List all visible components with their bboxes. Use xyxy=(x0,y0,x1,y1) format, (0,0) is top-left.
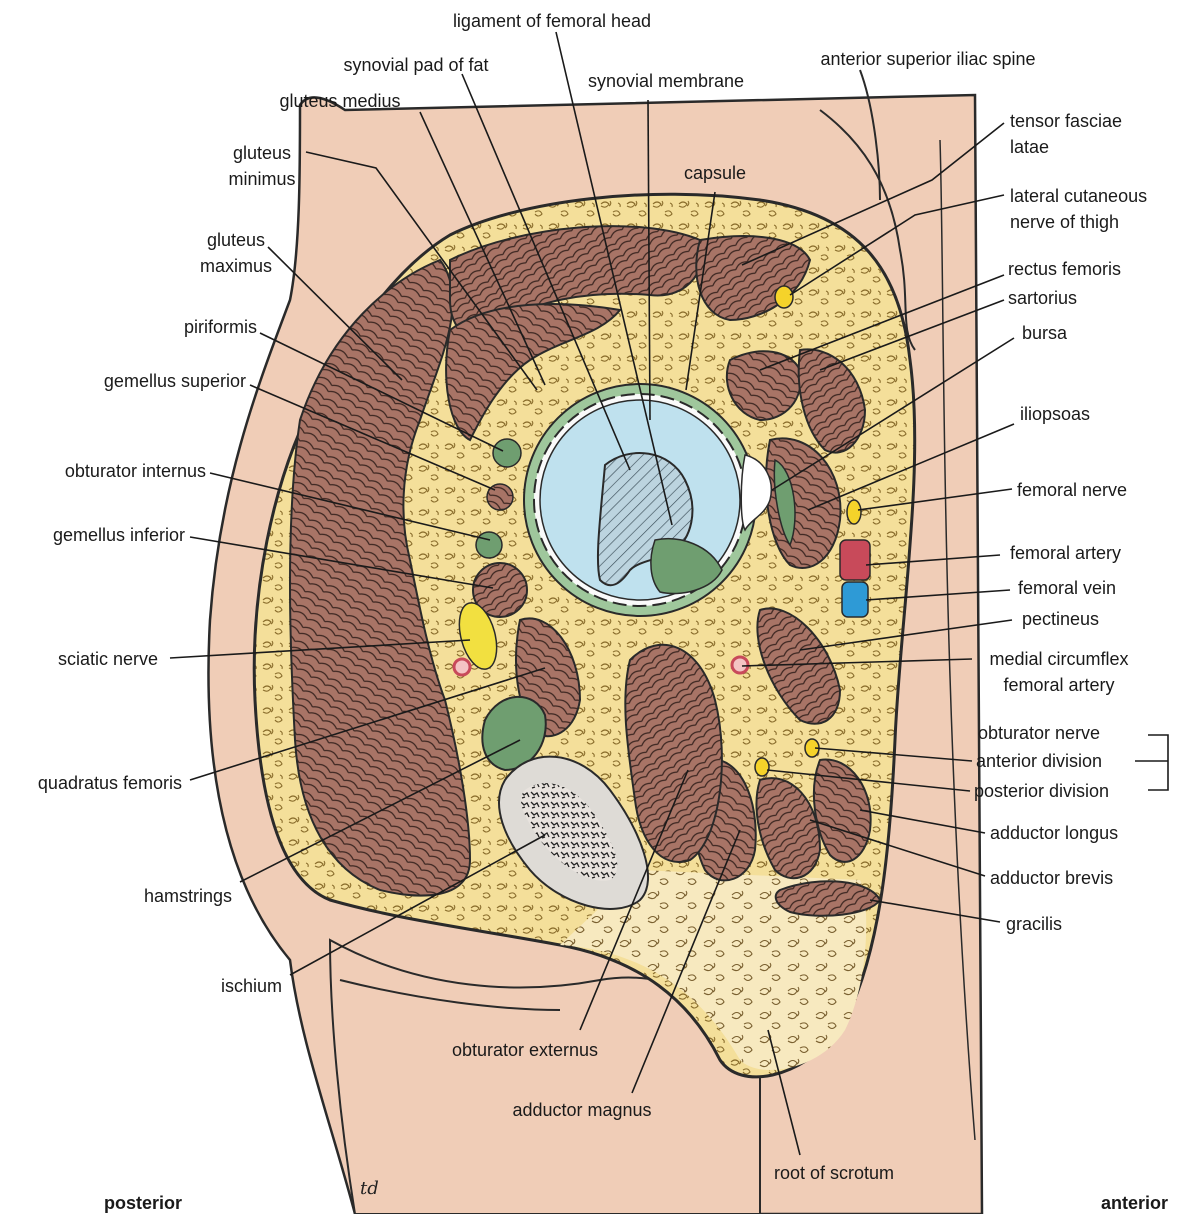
obturator-posterior-mark xyxy=(755,758,769,776)
label-piriformis: piriformis xyxy=(184,314,257,340)
label-asis: anterior superior iliac spine xyxy=(820,46,1035,72)
label-tensor-fasciae-latae: tensor fasciae latae xyxy=(1010,108,1122,160)
femoral-artery-mark xyxy=(840,540,870,580)
label-posterior-division: posterior division xyxy=(974,778,1109,804)
label-gluteus-maximus-line2: maximus xyxy=(200,253,272,279)
label-capsule: capsule xyxy=(684,160,746,186)
label-bursa: bursa xyxy=(1022,320,1067,346)
label-sartorius: sartorius xyxy=(1008,285,1077,311)
label-ligament-femoral-head: ligament of femoral head xyxy=(453,8,651,34)
label-sciatic-nerve: sciatic nerve xyxy=(58,646,158,672)
label-tensor-line2: latae xyxy=(1010,134,1122,160)
lateral-cutaneous-nerve xyxy=(775,286,793,308)
label-lateral-cutaneous-line2: nerve of thigh xyxy=(1010,209,1147,235)
label-medial-circumflex-line2: femoral artery xyxy=(989,672,1128,698)
label-adductor-longus: adductor longus xyxy=(990,820,1118,846)
label-pectineus: pectineus xyxy=(1022,606,1099,632)
label-lateral-cutaneous-line1: lateral cutaneous xyxy=(1010,183,1147,209)
gracilis-muscle xyxy=(776,881,880,916)
label-adductor-magnus: adductor magnus xyxy=(512,1097,651,1123)
femoral-nerve-mark xyxy=(847,500,861,524)
label-iliopsoas: iliopsoas xyxy=(1020,401,1090,427)
label-synovial-membrane: synovial membrane xyxy=(588,68,744,94)
label-obturator-externus: obturator externus xyxy=(452,1037,598,1063)
label-rectus-femoris: rectus femoris xyxy=(1008,256,1121,282)
label-gluteus-maximus-line1: gluteus xyxy=(200,227,272,253)
label-ischium: ischium xyxy=(221,973,282,999)
label-quadratus-femoris: quadratus femoris xyxy=(38,770,182,796)
label-adductor-brevis: adductor brevis xyxy=(990,865,1113,891)
label-posterior: posterior xyxy=(104,1190,182,1216)
label-gracilis: gracilis xyxy=(1006,911,1062,937)
label-synovial-pad: synovial pad of fat xyxy=(343,52,488,78)
label-root-scrotum: root of scrotum xyxy=(774,1160,894,1186)
label-medial-circumflex: medial circumflex femoral artery xyxy=(989,646,1128,698)
sciatic-vessel xyxy=(454,659,470,675)
label-obturator-nerve: obturator nerve xyxy=(978,720,1100,746)
artist-signature: td xyxy=(360,1178,379,1199)
label-gluteus-maximus: gluteus maximus xyxy=(200,227,272,279)
label-hamstrings: hamstrings xyxy=(144,883,232,909)
label-gluteus-minimus-line1: gluteus xyxy=(228,140,295,166)
label-gluteus-minimus: gluteus minimus xyxy=(228,140,295,192)
medial-circumflex-artery-mark xyxy=(732,657,748,673)
label-anterior-division: anterior division xyxy=(976,748,1102,774)
obturator-internus-tissue xyxy=(476,532,502,558)
label-obturator-internus: obturator internus xyxy=(65,458,206,484)
label-anterior: anterior xyxy=(1101,1190,1168,1216)
label-femoral-nerve: femoral nerve xyxy=(1017,477,1127,503)
label-femoral-artery: femoral artery xyxy=(1010,540,1121,566)
label-gemellus-superior: gemellus superior xyxy=(104,368,246,394)
label-gluteus-minimus-line2: minimus xyxy=(228,166,295,192)
label-medial-circumflex-line1: medial circumflex xyxy=(989,646,1128,672)
label-femoral-vein: femoral vein xyxy=(1018,575,1116,601)
piriformis-tissue xyxy=(493,439,521,467)
label-gluteus-medius: gluteus medius xyxy=(279,88,400,114)
label-tensor-line1: tensor fasciae xyxy=(1010,108,1122,134)
femoral-vein-mark xyxy=(842,582,868,617)
label-gemellus-inferior: gemellus inferior xyxy=(53,522,185,548)
label-lateral-cutaneous: lateral cutaneous nerve of thigh xyxy=(1010,183,1147,235)
